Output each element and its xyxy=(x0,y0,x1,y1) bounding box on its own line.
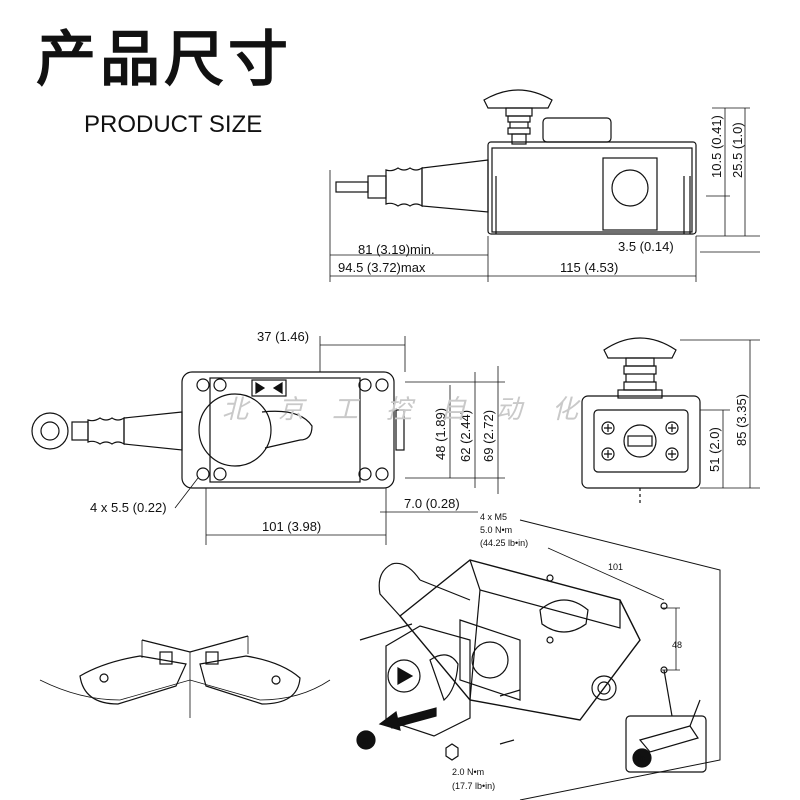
side-view: 81 (3.19)min. 94.5 (3.72)max 115 (4.53) … xyxy=(329,89,760,282)
side-rope-nut xyxy=(367,175,387,199)
dim-top-7: 7.0 (0.28) xyxy=(404,496,460,511)
top-lever xyxy=(261,410,313,449)
top-view: 37 (1.46) 48 (1.89) 62 (2.44) 69 (2.72) … xyxy=(31,329,505,545)
install-dim-101: 101 xyxy=(608,562,623,572)
install-switch-lid xyxy=(459,619,521,701)
side-body xyxy=(487,141,697,235)
callout-b: b xyxy=(638,753,645,765)
install-knob xyxy=(471,641,509,679)
top-rope-boot xyxy=(123,411,183,451)
svg-text:工: 工 xyxy=(332,395,361,425)
reset-knob-cap xyxy=(483,89,553,109)
drill-icon xyxy=(638,725,699,753)
end-knob-spring xyxy=(623,365,657,391)
top-bellows xyxy=(87,416,125,446)
end-dial xyxy=(623,424,657,458)
reset-knob-shaft xyxy=(511,133,527,145)
dim-side-height-b: 25.5 (1.0) xyxy=(730,122,745,178)
dim-side-height-a: 10.5 (0.41) xyxy=(709,115,724,178)
dim-top-holes: 4 x 5.5 (0.22) xyxy=(90,500,167,515)
svg-text:化: 化 xyxy=(552,395,581,425)
install-torque-1-imperial: (44.25 lb•in) xyxy=(480,538,528,548)
end-view: 51 (2.0) 85 (3.35) xyxy=(581,337,760,506)
side-body-inner xyxy=(491,147,693,233)
page-title-cn: 产品尺寸 xyxy=(36,25,292,95)
top-screws xyxy=(196,378,389,481)
install-conduit xyxy=(591,675,617,701)
svg-text:动: 动 xyxy=(496,395,525,425)
rope-eye-ring xyxy=(31,412,69,450)
install-torque-2-imperial: (17.7 lb•in) xyxy=(452,781,495,791)
install-lever xyxy=(429,654,459,702)
dim-top-62: 62 (2.44) xyxy=(458,410,473,462)
watermark: 北 京 工 控 自 动 化 xyxy=(222,395,581,425)
install-hex-cap xyxy=(539,599,589,633)
svg-text:京: 京 xyxy=(278,395,308,425)
side-rope-boot xyxy=(421,159,489,213)
right-pulley-arm xyxy=(199,655,301,705)
direction-arrow-icon xyxy=(251,379,287,397)
side-conduit-hole xyxy=(611,169,649,207)
pulley-rope xyxy=(39,679,331,701)
left-pulley-arm xyxy=(79,655,187,705)
callout-a: a xyxy=(362,735,369,747)
dim-top-width: 37 (1.46) xyxy=(257,329,309,344)
install-screw-spec: 4 x M5 xyxy=(480,512,507,522)
svg-text:北: 北 xyxy=(222,395,251,425)
svg-text:自: 自 xyxy=(440,395,467,425)
dim-end-51: 51 (2.0) xyxy=(707,427,722,472)
svg-text:控: 控 xyxy=(386,395,416,425)
side-conduit-boss xyxy=(602,157,658,231)
side-lid-bump xyxy=(542,117,612,143)
torx-icon xyxy=(445,743,459,761)
callout-a-badge xyxy=(356,730,376,750)
install-view: a b 4 x M5 5.0 N•m (44.25 lb•in) 101 48 … xyxy=(356,512,721,800)
dim-side-offset: 3.5 (0.14) xyxy=(618,239,674,254)
pulley-view xyxy=(39,635,331,718)
install-torque-1: 5.0 N•m xyxy=(480,525,512,535)
reset-knob-collar xyxy=(505,107,533,117)
install-dim-48: 48 xyxy=(672,640,682,650)
install-rope-loop xyxy=(378,562,421,617)
drill-inset xyxy=(625,715,707,773)
callout-b-badge xyxy=(632,748,652,768)
top-body xyxy=(181,371,395,489)
dim-top-48: 48 (1.89) xyxy=(433,408,448,460)
end-body xyxy=(581,395,701,489)
dim-end-85: 85 (3.35) xyxy=(734,394,749,446)
dim-rope-min: 81 (3.19)min. xyxy=(358,242,435,257)
dim-top-101: 101 (3.98) xyxy=(262,519,321,534)
dim-top-69: 69 (2.72) xyxy=(481,410,496,462)
end-knob-cap xyxy=(603,337,677,359)
side-bellows xyxy=(385,166,423,208)
page-title-en: PRODUCT SIZE xyxy=(84,111,263,138)
top-knob xyxy=(198,393,272,467)
top-lid xyxy=(209,377,361,483)
mounting-wall xyxy=(519,519,721,800)
side-rope-eye xyxy=(335,181,369,193)
direction-arrow-icon-install xyxy=(397,666,414,686)
top-boss xyxy=(395,409,405,451)
end-screws xyxy=(601,421,679,461)
reset-knob-spring xyxy=(507,115,531,135)
end-panel xyxy=(593,409,689,473)
dim-side-length: 115 (4.53) xyxy=(560,260,618,275)
install-torque-2: 2.0 N•m xyxy=(452,767,484,777)
dim-rope-max: 94.5 (3.72)max xyxy=(338,260,426,275)
